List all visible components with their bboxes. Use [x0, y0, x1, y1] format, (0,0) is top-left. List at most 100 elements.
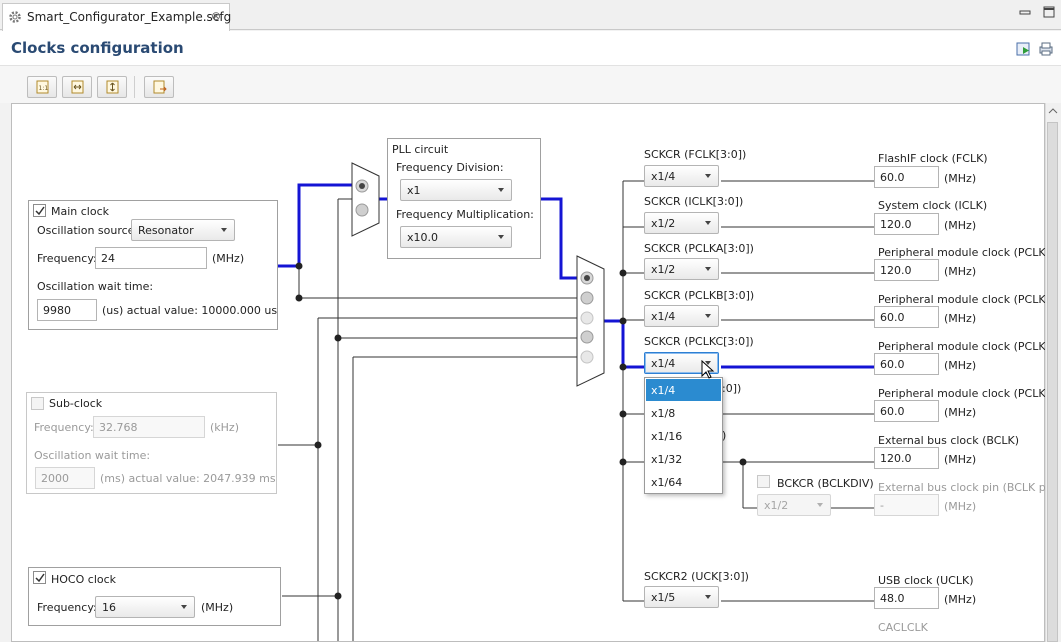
print-icon[interactable] [1038, 41, 1054, 57]
divider-select-pclkb[interactable]: x1/4 [644, 305, 719, 327]
main-clock-source-label: Oscillation source: [37, 224, 139, 237]
output-unit-pclkb: (MHz) [944, 312, 977, 325]
pll-division-label: Frequency Division: [396, 161, 504, 174]
sub-clock-wait-input[interactable]: 2000 [35, 467, 95, 489]
output-unit-pclkd: (MHz) [944, 406, 977, 419]
export-button[interactable] [144, 76, 174, 98]
toolbar-separator [134, 76, 135, 98]
pll-division-select[interactable]: x1 [400, 179, 512, 201]
output-unit-bclk: (MHz) [944, 453, 977, 466]
dropdown-option[interactable]: x1/64 [651, 476, 683, 489]
sub-clock-frequency-unit: (kHz) [210, 421, 239, 434]
hoco-clock-label: HOCO clock [51, 573, 117, 586]
main-clock-wait-label: Oscillation wait time: [37, 280, 154, 293]
output-label-caclclk: CACLCLK [878, 621, 928, 634]
generate-code-icon[interactable] [1016, 41, 1032, 57]
minimize-icon[interactable] [1019, 6, 1031, 18]
divider-select-pclka[interactable]: x1/2 [644, 258, 719, 280]
pll-title: PLL circuit [392, 143, 449, 156]
dropdown-option[interactable]: x1/32 [651, 453, 683, 466]
page-header: Clocks configuration [0, 31, 1061, 65]
sub-clock-checkbox[interactable] [31, 397, 44, 410]
bckcr-checkbox[interactable] [757, 475, 770, 488]
pclkc-divider-dropdown: x1/4 x1/8 x1/16 x1/32 x1/64 [644, 377, 723, 494]
clock-wiring [278, 162, 875, 641]
divider-label-pclkc: SCKCR (PCLKC[3:0]) [644, 335, 754, 348]
editor-tab[interactable]: Smart_Configurator_Example.scfg ⊗ [2, 3, 232, 31]
divider-label-pclkb: SCKCR (PCLKB[3:0]) [644, 289, 755, 302]
svg-text:1:1: 1:1 [39, 85, 49, 92]
hoco-frequency-select[interactable]: 16 [95, 596, 195, 618]
dropdown-option[interactable]: x1/8 [651, 407, 676, 420]
divider-label-bclk-partial: ) [722, 429, 727, 442]
output-value-bclk[interactable]: 120.0 [874, 447, 939, 469]
divider-select-uck[interactable]: x1/5 [644, 586, 719, 608]
divider-label-pclkd-partial: :0]) [722, 382, 742, 395]
check-icon [35, 206, 45, 216]
output-value-pclkd[interactable]: 60.0 [874, 400, 939, 422]
output-label-bclk-pin: External bus clock pin (BCLK pin) [878, 481, 1061, 494]
main-clock-frequency-input[interactable]: 24 [95, 247, 207, 269]
divider-label-fclk: SCKCR (FCLK[3:0]) [644, 148, 747, 161]
bckcr-label: BCKCR (BCLKDIV) [777, 477, 874, 490]
mouse-cursor-icon [701, 360, 715, 379]
fit-window-button[interactable]: 1:1 [27, 76, 57, 98]
output-value-bclk-pin[interactable]: - [874, 494, 939, 516]
output-value-fclk[interactable]: 60.0 [874, 166, 939, 188]
dropdown-option[interactable]: x1/4 [646, 379, 721, 401]
page-title: Clocks configuration [11, 39, 184, 57]
hoco-frequency-label: Frequency: [37, 601, 97, 614]
output-unit-pclkc: (MHz) [944, 359, 977, 372]
output-label-pclka: Peripheral module clock (PCLKA) [878, 246, 1058, 259]
fit-width-icon [71, 80, 84, 94]
dropdown-option[interactable]: x1/16 [651, 430, 683, 443]
vertical-scrollbar-thumb[interactable] [1047, 122, 1058, 642]
output-value-iclk[interactable]: 120.0 [874, 213, 939, 235]
sub-clock-frequency-input[interactable]: 32.768 [93, 416, 205, 438]
divider-select-fclk[interactable]: x1/4 [644, 165, 719, 187]
divider-select-iclk[interactable]: x1/2 [644, 212, 719, 234]
sub-clock-frequency-label: Frequency: [34, 421, 94, 434]
fit-height-button[interactable] [97, 76, 127, 98]
sub-clock-label: Sub-clock [49, 397, 103, 410]
output-value-pclkc[interactable]: 60.0 [874, 353, 939, 375]
output-label-pclkc: Peripheral module clock (PCLKC) [878, 340, 1057, 353]
main-clock-wait-note: (us) actual value: 10000.000 us [102, 304, 278, 317]
output-unit-bclk-pin: (MHz) [944, 500, 977, 513]
output-value-pclkb[interactable]: 60.0 [874, 306, 939, 328]
fit-width-button[interactable] [62, 76, 92, 98]
fit-window-icon: 1:1 [36, 80, 49, 94]
export-icon [153, 80, 167, 94]
pll-multiplication-select[interactable]: x10.0 [400, 226, 512, 248]
divider-label-uck: SCKCR2 (UCK[3:0]) [644, 570, 749, 583]
pll-multiplication-label: Frequency Multiplication: [396, 208, 534, 221]
hoco-frequency-unit: (MHz) [201, 601, 234, 614]
fit-height-icon [106, 80, 119, 94]
check-icon [35, 573, 45, 583]
scroll-up-icon[interactable] [1048, 106, 1058, 116]
output-value-uclk[interactable]: 48.0 [874, 587, 939, 609]
main-clock-frequency-label: Frequency: [37, 252, 97, 265]
output-label-pclkb: Peripheral module clock (PCLKB) [878, 293, 1058, 306]
main-clock-checkbox[interactable] [33, 204, 46, 217]
output-label-pclkd: Peripheral module clock (PCLKD) [878, 387, 1059, 400]
output-label-iclk: System clock (ICLK) [878, 199, 988, 212]
editor-tab-title: Smart_Configurator_Example.scfg [27, 10, 232, 24]
main-clock-source-select[interactable]: Resonator [131, 219, 235, 241]
sub-clock-wait-note: (ms) actual value: 2047.939 ms [100, 472, 276, 485]
bckcr-select[interactable]: x1/2 [757, 494, 831, 516]
hoco-clock-checkbox[interactable] [33, 571, 46, 584]
output-unit-iclk: (MHz) [944, 219, 977, 232]
divider-label-iclk: SCKCR (ICLK[3:0]) [644, 195, 744, 208]
gear-icon [9, 11, 21, 23]
divider-select-pclkc[interactable]: x1/4 [644, 352, 719, 374]
output-label-fclk: FlashIF clock (FCLK) [878, 152, 988, 165]
main-clock-label: Main clock [51, 205, 110, 218]
output-value-pclka[interactable]: 120.0 [874, 259, 939, 281]
close-icon[interactable]: ⊗ [211, 9, 222, 23]
divider-label-pclka: SCKCR (PCLKA[3:0]) [644, 242, 754, 255]
main-clock-frequency-unit: (MHz) [212, 252, 245, 265]
output-label-uclk: USB clock (UCLK) [878, 574, 974, 587]
main-clock-wait-input[interactable]: 9980 [37, 299, 97, 321]
maximize-icon[interactable] [1043, 6, 1055, 18]
